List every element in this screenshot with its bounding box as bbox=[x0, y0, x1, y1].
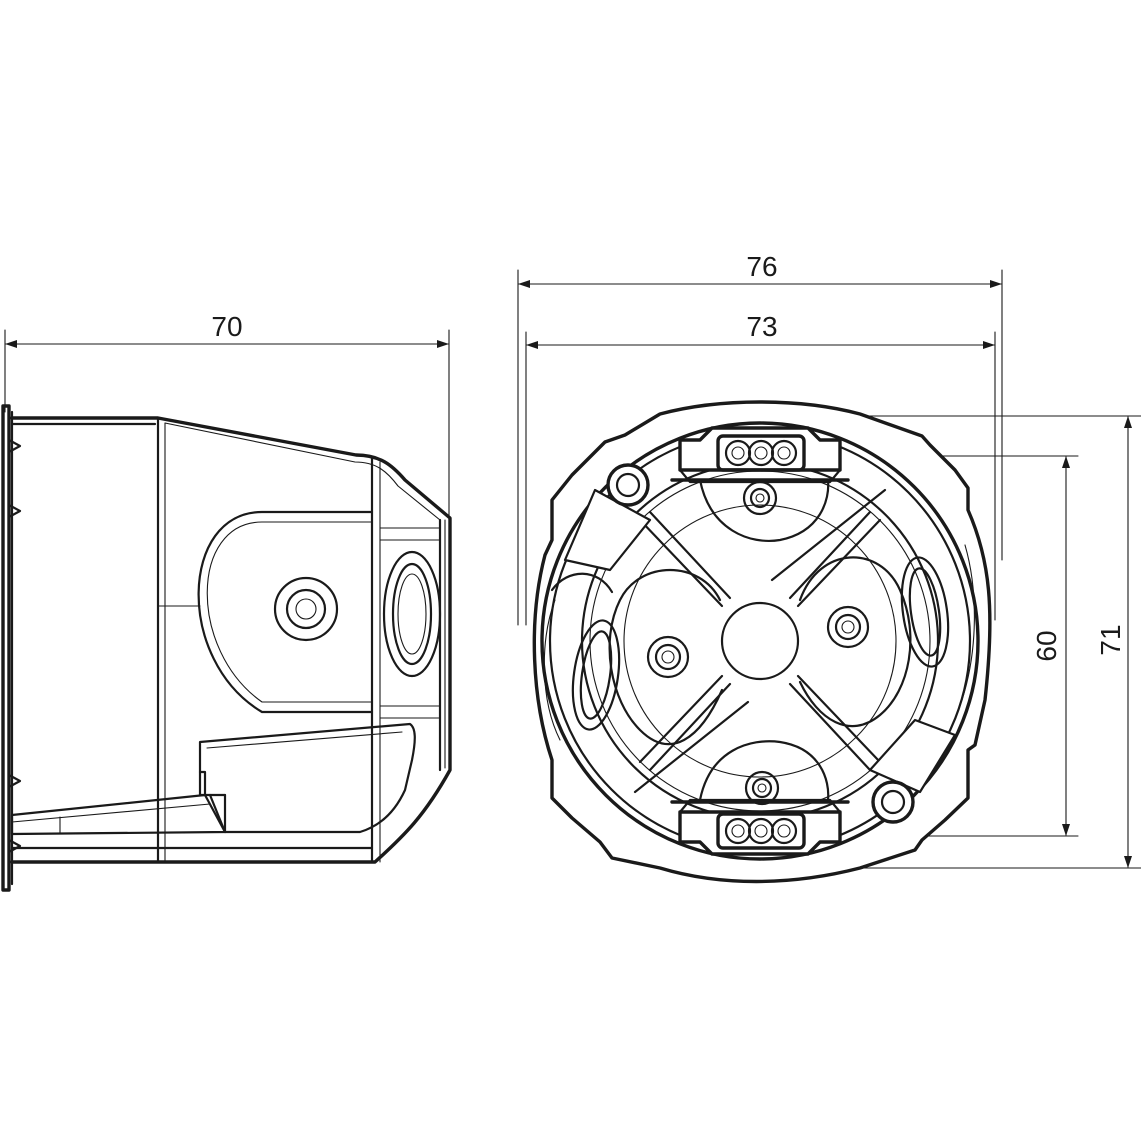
front-left-knockout bbox=[543, 572, 621, 741]
front-bottom-right-screw bbox=[868, 718, 957, 824]
front-ribs bbox=[633, 488, 887, 794]
front-bottom-boss bbox=[698, 740, 830, 806]
dimension-70: 70 bbox=[4, 311, 450, 521]
dimension-label-76: 76 bbox=[746, 251, 777, 282]
front-top-left-screw bbox=[563, 463, 652, 572]
dimension-label-60: 60 bbox=[1031, 630, 1062, 661]
dimension-label-73: 73 bbox=[746, 311, 777, 342]
front-right-boss bbox=[798, 556, 912, 728]
front-right-knockout bbox=[900, 544, 975, 701]
dimension-76: 76 bbox=[517, 251, 1003, 626]
side-body bbox=[10, 416, 452, 864]
front-top-boss bbox=[698, 478, 830, 542]
dimension-73: 73 bbox=[525, 311, 996, 626]
dimension-71: 71 bbox=[689, 415, 1141, 869]
dimension-label-70: 70 bbox=[211, 311, 242, 342]
front-bottom-terminal bbox=[670, 798, 850, 856]
front-view: 76 73 71 60 bbox=[517, 251, 1141, 884]
side-knockout bbox=[382, 550, 442, 678]
front-outer-rim bbox=[532, 400, 992, 884]
front-top-terminal bbox=[670, 426, 850, 484]
side-flange bbox=[1, 404, 22, 892]
side-latch bbox=[10, 722, 416, 850]
side-view: 70 bbox=[1, 311, 452, 892]
dimension-label-71: 71 bbox=[1095, 624, 1126, 655]
side-boss bbox=[197, 510, 374, 714]
